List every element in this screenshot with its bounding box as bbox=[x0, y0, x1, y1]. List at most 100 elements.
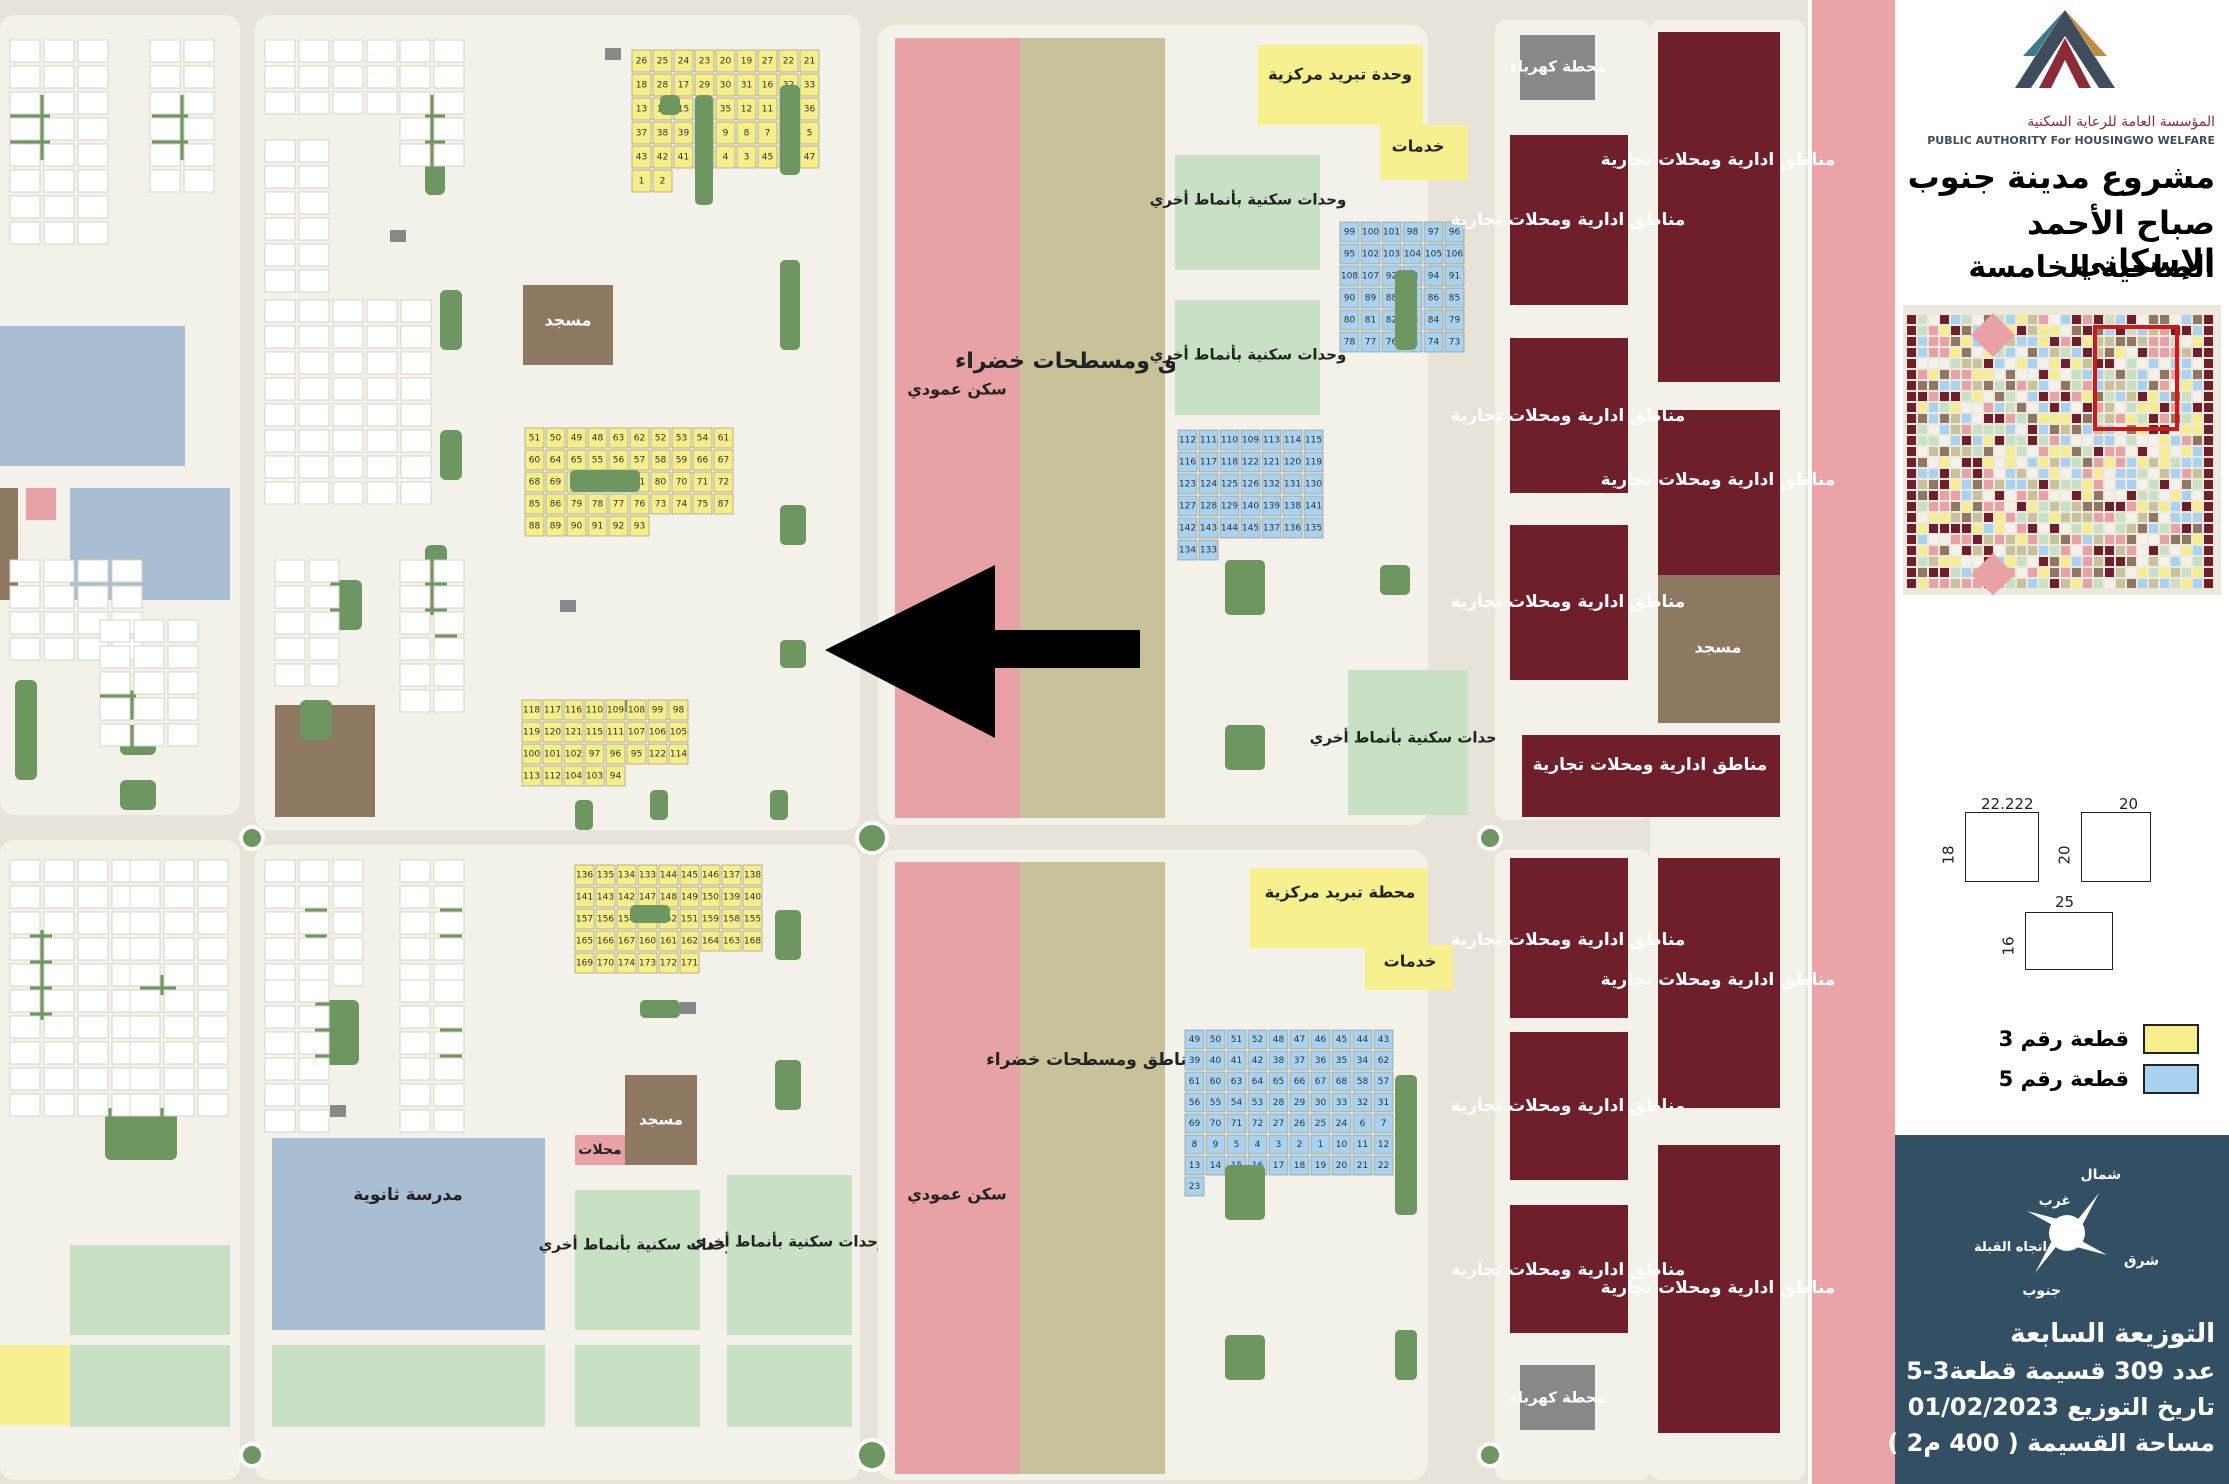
house-lot bbox=[400, 377, 432, 401]
vertical-housing-label-bottom: سكن عمودي bbox=[907, 1185, 1007, 1205]
plot-lot bbox=[524, 449, 545, 471]
locator-cell bbox=[2094, 458, 2103, 467]
locator-cell bbox=[2105, 535, 2114, 544]
locator-cell bbox=[1995, 425, 2004, 434]
house-lot bbox=[298, 191, 330, 215]
locator-cell bbox=[2171, 546, 2180, 555]
house-lot bbox=[133, 671, 165, 695]
house-lot bbox=[298, 91, 330, 115]
locator-cell bbox=[1984, 458, 1993, 467]
locator-cell bbox=[2028, 392, 2037, 401]
house-lot bbox=[332, 351, 364, 375]
house-lot bbox=[274, 611, 306, 635]
locator-cell bbox=[2204, 491, 2213, 500]
plot-number: 48 bbox=[592, 434, 604, 444]
locator-cell bbox=[2083, 502, 2092, 511]
locator-cell bbox=[1918, 337, 1927, 346]
plot-number: 65 bbox=[571, 456, 582, 466]
plot-number: 26 bbox=[636, 57, 648, 67]
plot-number: 2 bbox=[1297, 1140, 1303, 1150]
plot-lot bbox=[647, 699, 668, 721]
house-lot bbox=[298, 429, 330, 453]
locator-cell bbox=[1918, 414, 1927, 423]
plot-number: 163 bbox=[723, 937, 740, 947]
plot-number: 45 bbox=[762, 153, 773, 163]
house-lot bbox=[399, 117, 431, 141]
plot-number: 94 bbox=[1428, 272, 1440, 282]
house-lot bbox=[77, 65, 109, 89]
plot-number: 8 bbox=[744, 129, 750, 139]
plot-number: 95 bbox=[1344, 250, 1355, 260]
house-lot bbox=[264, 885, 296, 909]
plot-lot bbox=[545, 427, 566, 449]
plot-lot bbox=[1198, 539, 1219, 561]
plot-number: 170 bbox=[597, 959, 614, 969]
locator-cell bbox=[2094, 381, 2103, 390]
plot-lot bbox=[736, 97, 757, 121]
locator-cell bbox=[2039, 491, 2048, 500]
plot-number: 92 bbox=[613, 522, 624, 532]
house-lot bbox=[298, 139, 330, 163]
plot-number: 158 bbox=[723, 915, 740, 925]
locator-cell bbox=[2171, 458, 2180, 467]
plot-number: 156 bbox=[597, 915, 614, 925]
plot-lot bbox=[1205, 1155, 1226, 1176]
plot-number: 67 bbox=[1315, 1077, 1326, 1087]
locator-cell bbox=[2072, 546, 2081, 555]
locator-cell bbox=[2116, 447, 2125, 456]
locator-cell bbox=[2094, 524, 2103, 533]
house-lot bbox=[129, 859, 161, 883]
locator-cell bbox=[2116, 436, 2125, 445]
locator-cell bbox=[1973, 447, 1982, 456]
locator-cell bbox=[1962, 557, 1971, 566]
plot-lot bbox=[1339, 309, 1360, 331]
plot-lot bbox=[605, 743, 626, 765]
plot-lot bbox=[626, 721, 647, 743]
locator-cell bbox=[1984, 381, 1993, 390]
commercial-label-5: مناطق ادارية ومحلات تجارية bbox=[1601, 470, 1836, 490]
locator-cell bbox=[1995, 381, 2004, 390]
locator-cell bbox=[2006, 579, 2015, 588]
plot-lot bbox=[652, 121, 673, 145]
locator-cell bbox=[2094, 513, 2103, 522]
locator-cell bbox=[2028, 348, 2037, 357]
locator-cell bbox=[1940, 513, 1949, 522]
plot-lot bbox=[1444, 265, 1465, 287]
shops-label: محلات bbox=[578, 1142, 621, 1158]
locator-cell bbox=[2072, 480, 2081, 489]
plot-lot bbox=[1303, 451, 1324, 473]
plot-number: 64 bbox=[550, 456, 562, 466]
locator-cell bbox=[2028, 535, 2037, 544]
locator-cell bbox=[2050, 535, 2059, 544]
plot-number: 148 bbox=[660, 893, 677, 903]
locator-cell bbox=[2061, 381, 2070, 390]
locator-cell bbox=[1907, 392, 1916, 401]
plot-number: 144 bbox=[1221, 524, 1238, 534]
plot-number: 88 bbox=[1386, 294, 1398, 304]
locator-cell bbox=[2072, 491, 2081, 500]
plot-lot bbox=[1247, 1071, 1268, 1092]
plot-lot bbox=[1177, 539, 1198, 561]
locator-cell bbox=[2149, 535, 2158, 544]
plot-lot bbox=[1360, 265, 1381, 287]
plot-lot bbox=[1352, 1029, 1373, 1050]
plot-number: 72 bbox=[718, 478, 729, 488]
locator-cell bbox=[1929, 359, 1938, 368]
locator-cell bbox=[2160, 359, 2169, 368]
house-lot bbox=[197, 1067, 229, 1091]
house-lot bbox=[366, 65, 398, 89]
locator-cell bbox=[2039, 546, 2048, 555]
locator-cell bbox=[1940, 502, 1949, 511]
plot-number: 7 bbox=[765, 129, 771, 139]
plot-lot bbox=[584, 765, 605, 787]
house-lot bbox=[399, 885, 431, 909]
house-lot bbox=[264, 299, 296, 323]
locator-cell bbox=[2116, 348, 2125, 357]
locator-highlight bbox=[2093, 325, 2179, 431]
locator-cell bbox=[1984, 436, 1993, 445]
plot-a-width: 22.222 bbox=[1981, 795, 2034, 813]
plot-number: 90 bbox=[1344, 294, 1356, 304]
plot-number: 145 bbox=[681, 871, 698, 881]
plot-number: 113 bbox=[1263, 436, 1280, 446]
locator-cell bbox=[2116, 546, 2125, 555]
